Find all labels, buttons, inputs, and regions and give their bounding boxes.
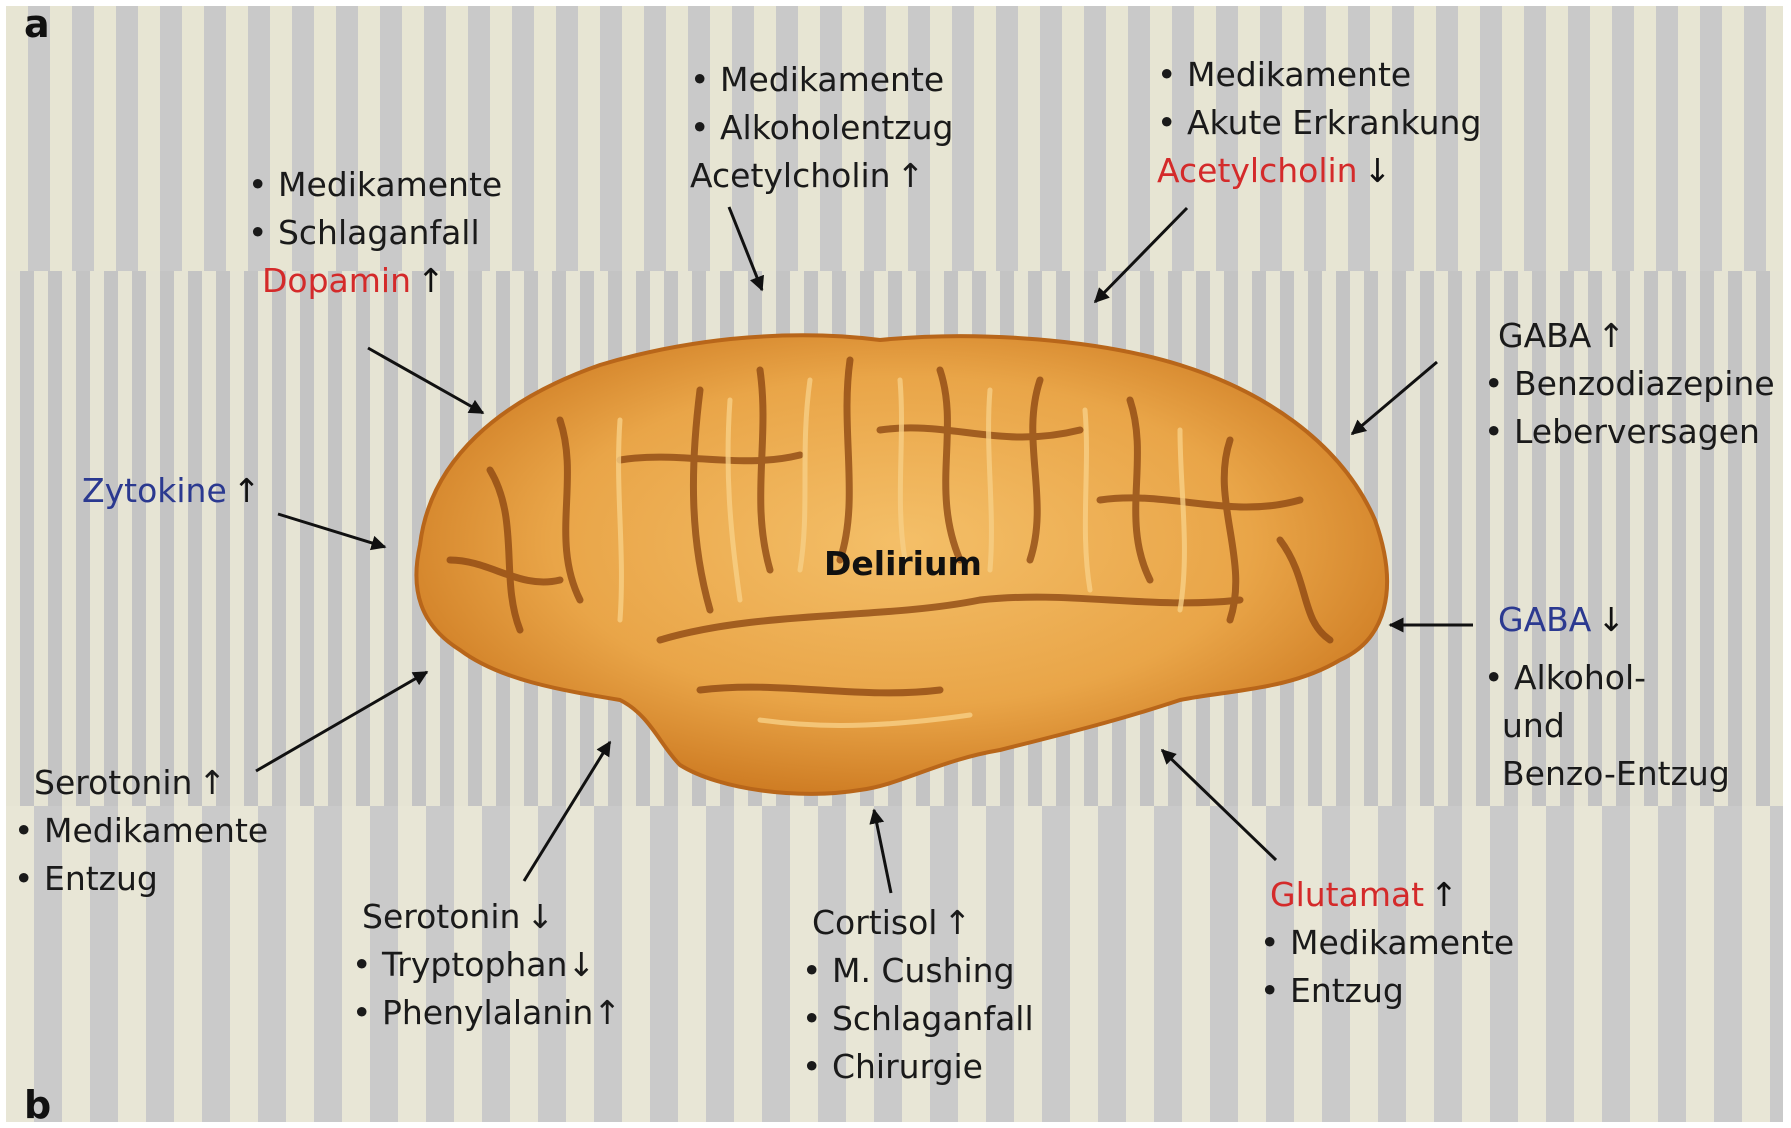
glutamat-title: Glutamat↑ xyxy=(1270,871,1514,919)
cortisol-bullet-2: Schlaganfall xyxy=(802,995,1034,1043)
cortisol-bullet-1: M. Cushing xyxy=(802,947,1034,995)
label-acetylcholin-down-group: Medikamente Akute Erkrankung Acetylcholi… xyxy=(1157,51,1481,195)
serotonin-up-bullet-1: Medikamente xyxy=(14,807,268,855)
ach-down-bullet-1: Medikamente xyxy=(1157,51,1481,99)
cortisol-bullet-3: Chirurgie xyxy=(802,1043,1034,1091)
serotonin-down-bullet-2: Phenylalanin↑ xyxy=(352,989,621,1037)
center-label: Delirium xyxy=(824,544,982,583)
label-dopamin-group: Medikamente Schlaganfall Dopamin↑ xyxy=(248,161,502,305)
gaba-down-bullet: Alkohol- xyxy=(1484,654,1730,702)
dopamin-bullet-1: Medikamente xyxy=(248,161,502,209)
glutamat-bullet-1: Medikamente xyxy=(1260,919,1514,967)
gaba-down-cont-2: Benzo-Entzug xyxy=(1502,750,1730,798)
cortisol-title: Cortisol↑ xyxy=(812,899,1034,947)
ach-down-bullet-2: Akute Erkrankung xyxy=(1157,99,1481,147)
gaba-up-title: GABA↑ xyxy=(1498,312,1775,360)
gaba-down-cont-1: und xyxy=(1502,702,1730,750)
label-acetylcholin-up-group: Medikamente Alkoholentzug Acetylcholin↑ xyxy=(690,56,953,200)
zytokine-arrow: ↑ xyxy=(233,471,261,510)
dopamin-bullet-2: Schlaganfall xyxy=(248,209,502,257)
serotonin-down-bullet-1: Tryptophan↓ xyxy=(352,941,621,989)
label-gaba-up-group: GABA↑ Benzodiazepine Leberversagen xyxy=(1484,312,1775,456)
dopamin-title: Dopamin↑ xyxy=(262,257,502,305)
label-glutamat-group: Glutamat↑ Medikamente Entzug xyxy=(1260,871,1514,1015)
gaba-up-bullet-2: Leberversagen xyxy=(1484,408,1775,456)
panel-letter-b: b xyxy=(24,1083,51,1127)
label-zytokine: Zytokine↑ xyxy=(82,467,260,515)
zytokine-title: Zytokine xyxy=(82,471,227,510)
gaba-up-bullet-1: Benzodiazepine xyxy=(1484,360,1775,408)
panel-letter-a: a xyxy=(24,2,50,46)
gaba-down-title: GABA↓ xyxy=(1498,596,1730,644)
ach-up-bullet-1: Medikamente xyxy=(690,56,953,104)
ach-down-title: Acetylcholin↓ xyxy=(1157,147,1481,195)
serotonin-up-title: Serotonin↑ xyxy=(34,759,268,807)
label-serotonin-up-group: Serotonin↑ Medikamente Entzug xyxy=(14,759,268,903)
serotonin-up-bullet-2: Entzug xyxy=(14,855,268,903)
serotonin-down-title: Serotonin↓ xyxy=(362,893,621,941)
label-serotonin-down-group: Serotonin↓ Tryptophan↓ Phenylalanin↑ xyxy=(352,893,621,1037)
glutamat-bullet-2: Entzug xyxy=(1260,967,1514,1015)
ach-up-bullet-2: Alkoholentzug xyxy=(690,104,953,152)
ach-up-title: Acetylcholin↑ xyxy=(690,152,953,200)
label-gaba-down-group: GABA↓ Alkohol- und Benzo-Entzug xyxy=(1484,596,1730,798)
label-cortisol-group: Cortisol↑ M. Cushing Schlaganfall Chirur… xyxy=(802,899,1034,1091)
